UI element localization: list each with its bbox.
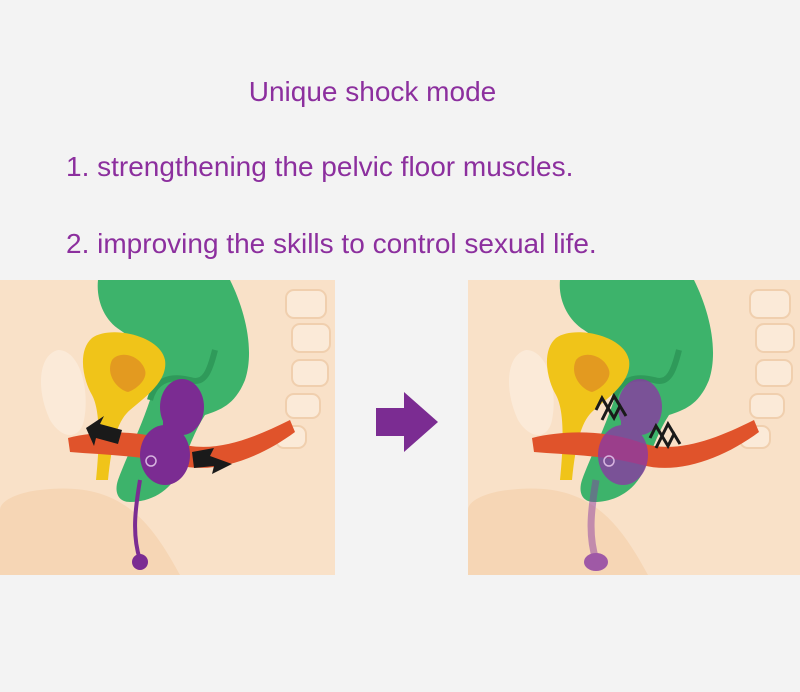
benefit-2: 2. improving the skills to control sexua… (66, 228, 597, 259)
right-arrow-icon (376, 392, 438, 452)
pelvic-diagram-before (0, 280, 335, 575)
benefit-1: 1. strengthening the pelvic floor muscle… (66, 151, 574, 182)
vibration-icon (594, 392, 682, 450)
squeeze-arrow-icon (86, 416, 232, 474)
pelvic-diagram-after (468, 280, 800, 575)
heading: Unique shock mode (248, 76, 497, 107)
